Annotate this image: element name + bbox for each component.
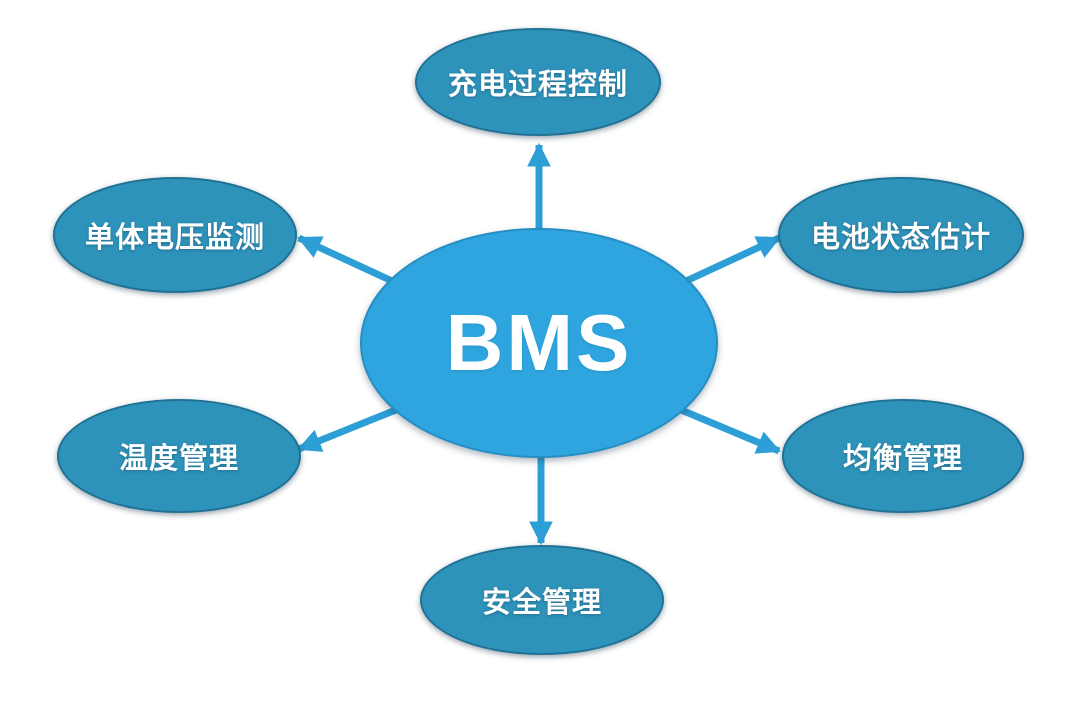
node-cell-voltage-monitoring: 单体电压监测: [53, 177, 297, 293]
node-label: 温度管理: [118, 443, 239, 475]
node-battery-state-estimation: 电池状态估计: [778, 177, 1024, 293]
node-charging-process-control: 充电过程控制: [415, 28, 661, 136]
node-label: 均衡管理: [842, 443, 963, 475]
node-label: 单体电压监测: [84, 222, 265, 254]
node-label: 电池状态估计: [810, 222, 991, 254]
node-safety-management: 安全管理: [420, 545, 664, 655]
bms-label: BMS: [445, 298, 633, 387]
node-balance-management: 均衡管理: [782, 399, 1024, 513]
node-bms: BMS: [360, 228, 718, 458]
node-temperature-management: 温度管理: [57, 399, 301, 513]
node-label: 安全管理: [481, 587, 602, 619]
node-label: 充电过程控制: [447, 69, 628, 101]
